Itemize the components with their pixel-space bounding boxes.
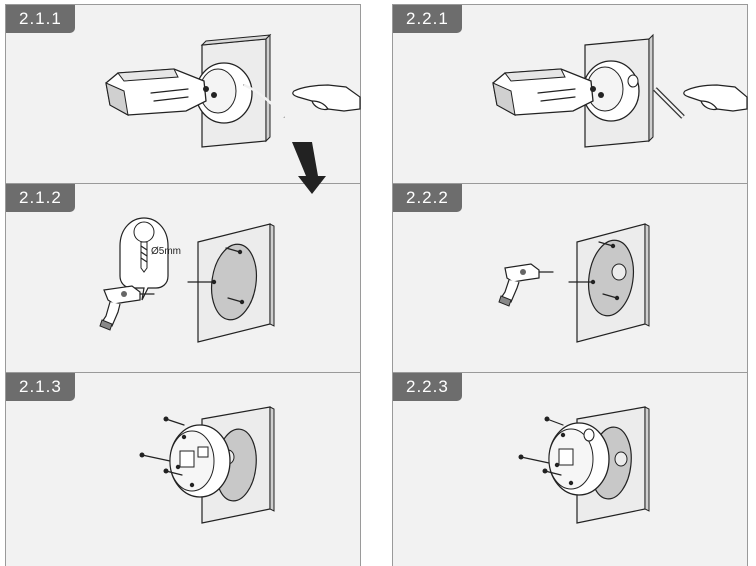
junction-box-fixing-illustration	[518, 406, 650, 524]
step-panel-2-2-1: 2.2.1	[393, 5, 748, 184]
screw-icon	[518, 416, 564, 476]
step-label: 2.1.1	[6, 5, 75, 33]
drill-icon	[498, 263, 554, 307]
drilling-illustration: Ø5mm	[99, 217, 275, 343]
camera-mounting-illustration	[492, 33, 748, 148]
drill-bit-icon	[140, 241, 148, 273]
step-panel-2-2-3: 2.2.3	[393, 373, 747, 566]
junction-box-icon	[582, 60, 640, 122]
installation-column-2: 2.2.1	[392, 4, 748, 566]
junction-box-icon	[169, 424, 231, 498]
hand-icon	[683, 84, 748, 112]
junction-box-fixing-illustration	[139, 406, 275, 524]
step-panel-2-2-2: 2.2.2	[393, 184, 747, 373]
installation-column-1: 2.1.1	[5, 4, 361, 566]
junction-box-icon	[548, 422, 610, 496]
step-label: 2.2.3	[393, 373, 462, 401]
camera-icon	[105, 68, 217, 116]
step-panel-2-1-3: 2.1.3	[6, 373, 360, 566]
step-label: 2.1.2	[6, 184, 75, 212]
hand-icon	[292, 84, 361, 112]
drilling-illustration	[498, 223, 650, 343]
drill-icon	[99, 285, 155, 331]
drill-bit-size-label: Ø5mm	[151, 246, 181, 257]
screw-icon	[139, 416, 185, 476]
step-label: 2.2.1	[393, 5, 462, 33]
step-label: 2.2.2	[393, 184, 462, 212]
step-label: 2.1.3	[6, 373, 75, 401]
step-panel-2-1-2: 2.1.2 Ø5mm	[6, 184, 360, 373]
camera-mounting-illustration	[105, 33, 361, 148]
step-panel-2-1-1: 2.1.1	[6, 5, 361, 184]
camera-icon	[492, 68, 604, 116]
